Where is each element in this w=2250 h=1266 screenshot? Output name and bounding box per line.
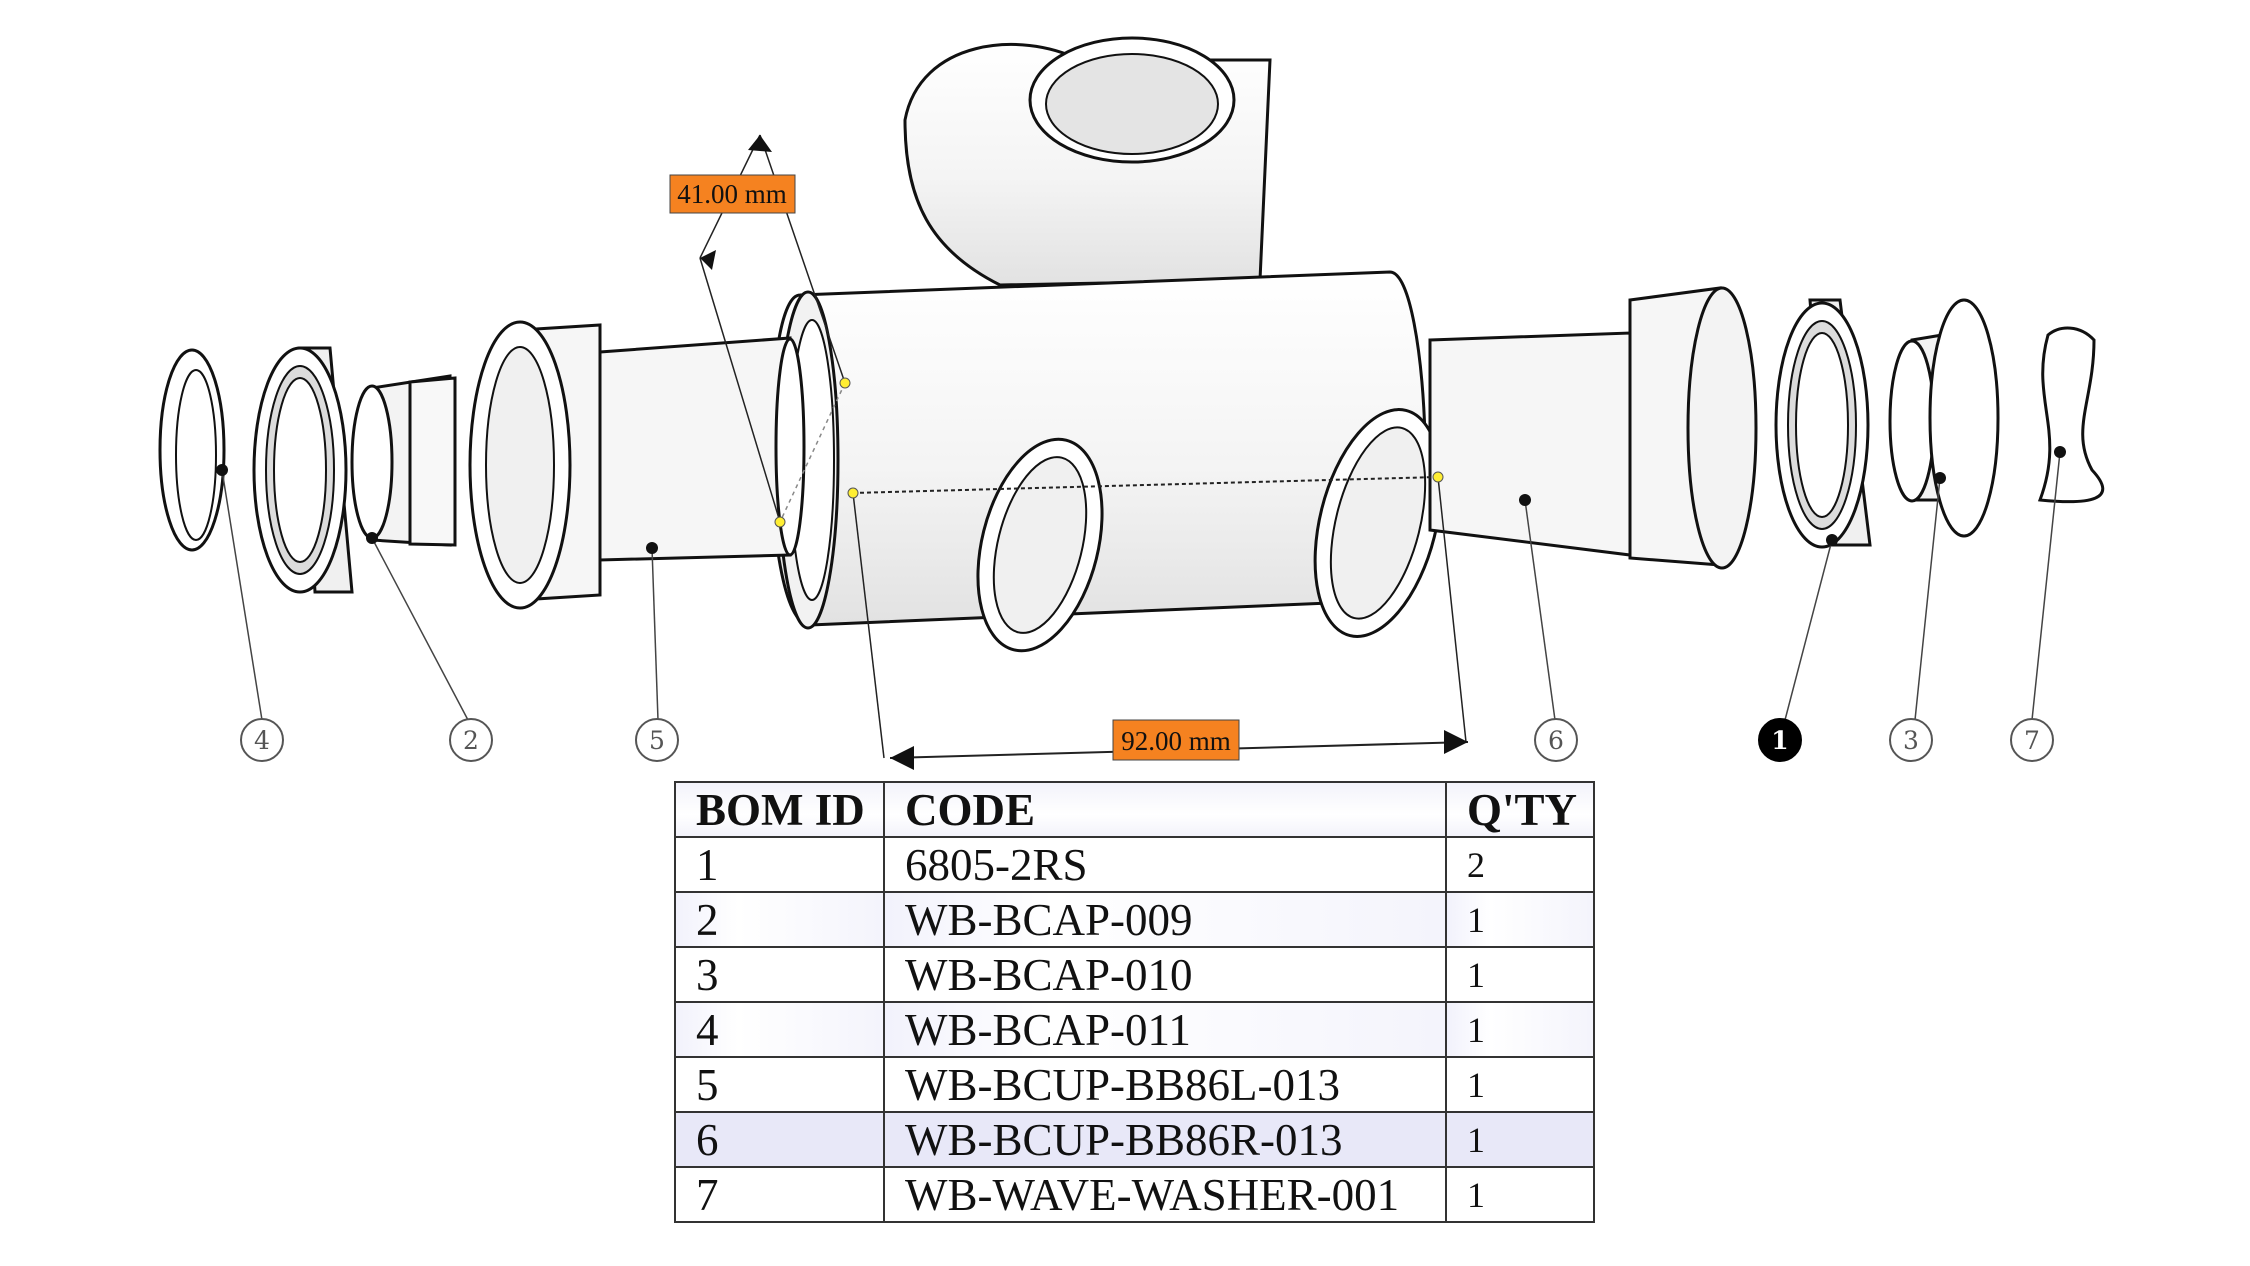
width-dimension: 92.00 mm — [847, 471, 1469, 770]
left-bearing-cup — [468, 320, 806, 610]
svg-text:3: 3 — [1903, 726, 1919, 755]
right-bearing — [1774, 298, 1872, 549]
qty-cell: 1 — [1445, 891, 1595, 948]
callout-bubble: 6 — [1534, 718, 1578, 762]
table-row[interactable]: 3 WB-BCAP-010 1 — [674, 946, 1595, 1003]
callout-bubble: 3 — [1889, 718, 1933, 762]
width-value: 92.00 mm — [1121, 726, 1231, 756]
table-row[interactable]: 2 WB-BCAP-009 1 — [674, 891, 1595, 948]
column-header-bom-id: BOM ID — [674, 781, 885, 838]
qty-cell: 1 — [1445, 1001, 1595, 1058]
table-row[interactable]: 4 WB-BCAP-011 1 — [674, 1001, 1595, 1058]
bom-id-cell: 2 — [674, 891, 885, 948]
table-row[interactable]: 6 WB-BCUP-BB86R-013 1 — [674, 1111, 1595, 1168]
callout-bubble: 5 — [635, 718, 679, 762]
code-cell: WB-WAVE-WASHER-001 — [883, 1166, 1447, 1223]
code-cell: WB-BCAP-011 — [883, 1001, 1447, 1058]
svg-text:5: 5 — [649, 726, 665, 755]
left-bearing-cover — [350, 374, 457, 547]
code-cell: WB-BCUP-BB86L-013 — [883, 1056, 1447, 1113]
code-cell: WB-BCAP-010 — [883, 946, 1447, 1003]
callout-bubble: 2 — [449, 718, 493, 762]
bill-of-materials-table: BOM ID CODE Q'TY 1 6805-2RS 2 2 WB-BCAP-… — [674, 781, 1595, 1223]
bom-id-cell: 7 — [674, 1166, 885, 1223]
exploded-assembly-diagram: 4 2 5 6 1 3 7 41.00 mm — [158, 36, 2105, 770]
qty-cell: 1 — [1445, 1111, 1595, 1168]
bottom-bracket-shell — [769, 36, 1443, 653]
table-row[interactable]: 1 6805-2RS 2 — [674, 836, 1595, 893]
bom-id-cell: 5 — [674, 1056, 885, 1113]
leader-lines — [221, 451, 2061, 721]
table-row[interactable]: 5 WB-BCUP-BB86L-013 1 — [674, 1056, 1595, 1113]
svg-text:1: 1 — [1771, 726, 1788, 755]
code-cell: WB-BCAP-009 — [883, 891, 1447, 948]
qty-cell: 1 — [1445, 1056, 1595, 1113]
bom-id-cell: 4 — [674, 1001, 885, 1058]
bom-id-cell: 6 — [674, 1111, 885, 1168]
svg-text:2: 2 — [463, 726, 479, 755]
column-header-code: CODE — [883, 781, 1447, 838]
diameter-dimension: 41.00 mm — [669, 134, 851, 528]
code-cell: WB-BCUP-BB86R-013 — [883, 1111, 1447, 1168]
table-header-row: BOM ID CODE Q'TY — [674, 781, 1595, 838]
wave-washer-left — [158, 348, 226, 552]
diameter-value: 41.00 mm — [677, 179, 787, 209]
bom-id-cell: 3 — [674, 946, 885, 1003]
svg-text:7: 7 — [2024, 726, 2040, 755]
column-header-qty: Q'TY — [1445, 781, 1595, 838]
svg-text:6: 6 — [1548, 726, 1564, 755]
bom-id-cell: 1 — [674, 836, 885, 893]
svg-text:4: 4 — [254, 726, 270, 755]
right-bearing-cover — [1888, 298, 2000, 538]
table-row[interactable]: 7 WB-WAVE-WASHER-001 1 — [674, 1166, 1595, 1223]
callout-bubble: 7 — [2010, 718, 2054, 762]
wave-washer-right — [2037, 326, 2105, 504]
qty-cell: 1 — [1445, 946, 1595, 1003]
code-cell: 6805-2RS — [883, 836, 1447, 893]
qty-cell: 1 — [1445, 1166, 1595, 1223]
callout-bubble-active[interactable]: 1 — [1758, 718, 1802, 762]
leader-anchor-dots — [216, 446, 2066, 554]
callout-bubble: 4 — [240, 718, 284, 762]
qty-cell: 2 — [1445, 836, 1595, 893]
right-bearing-cup — [1428, 286, 1758, 570]
left-bearing — [252, 346, 354, 594]
